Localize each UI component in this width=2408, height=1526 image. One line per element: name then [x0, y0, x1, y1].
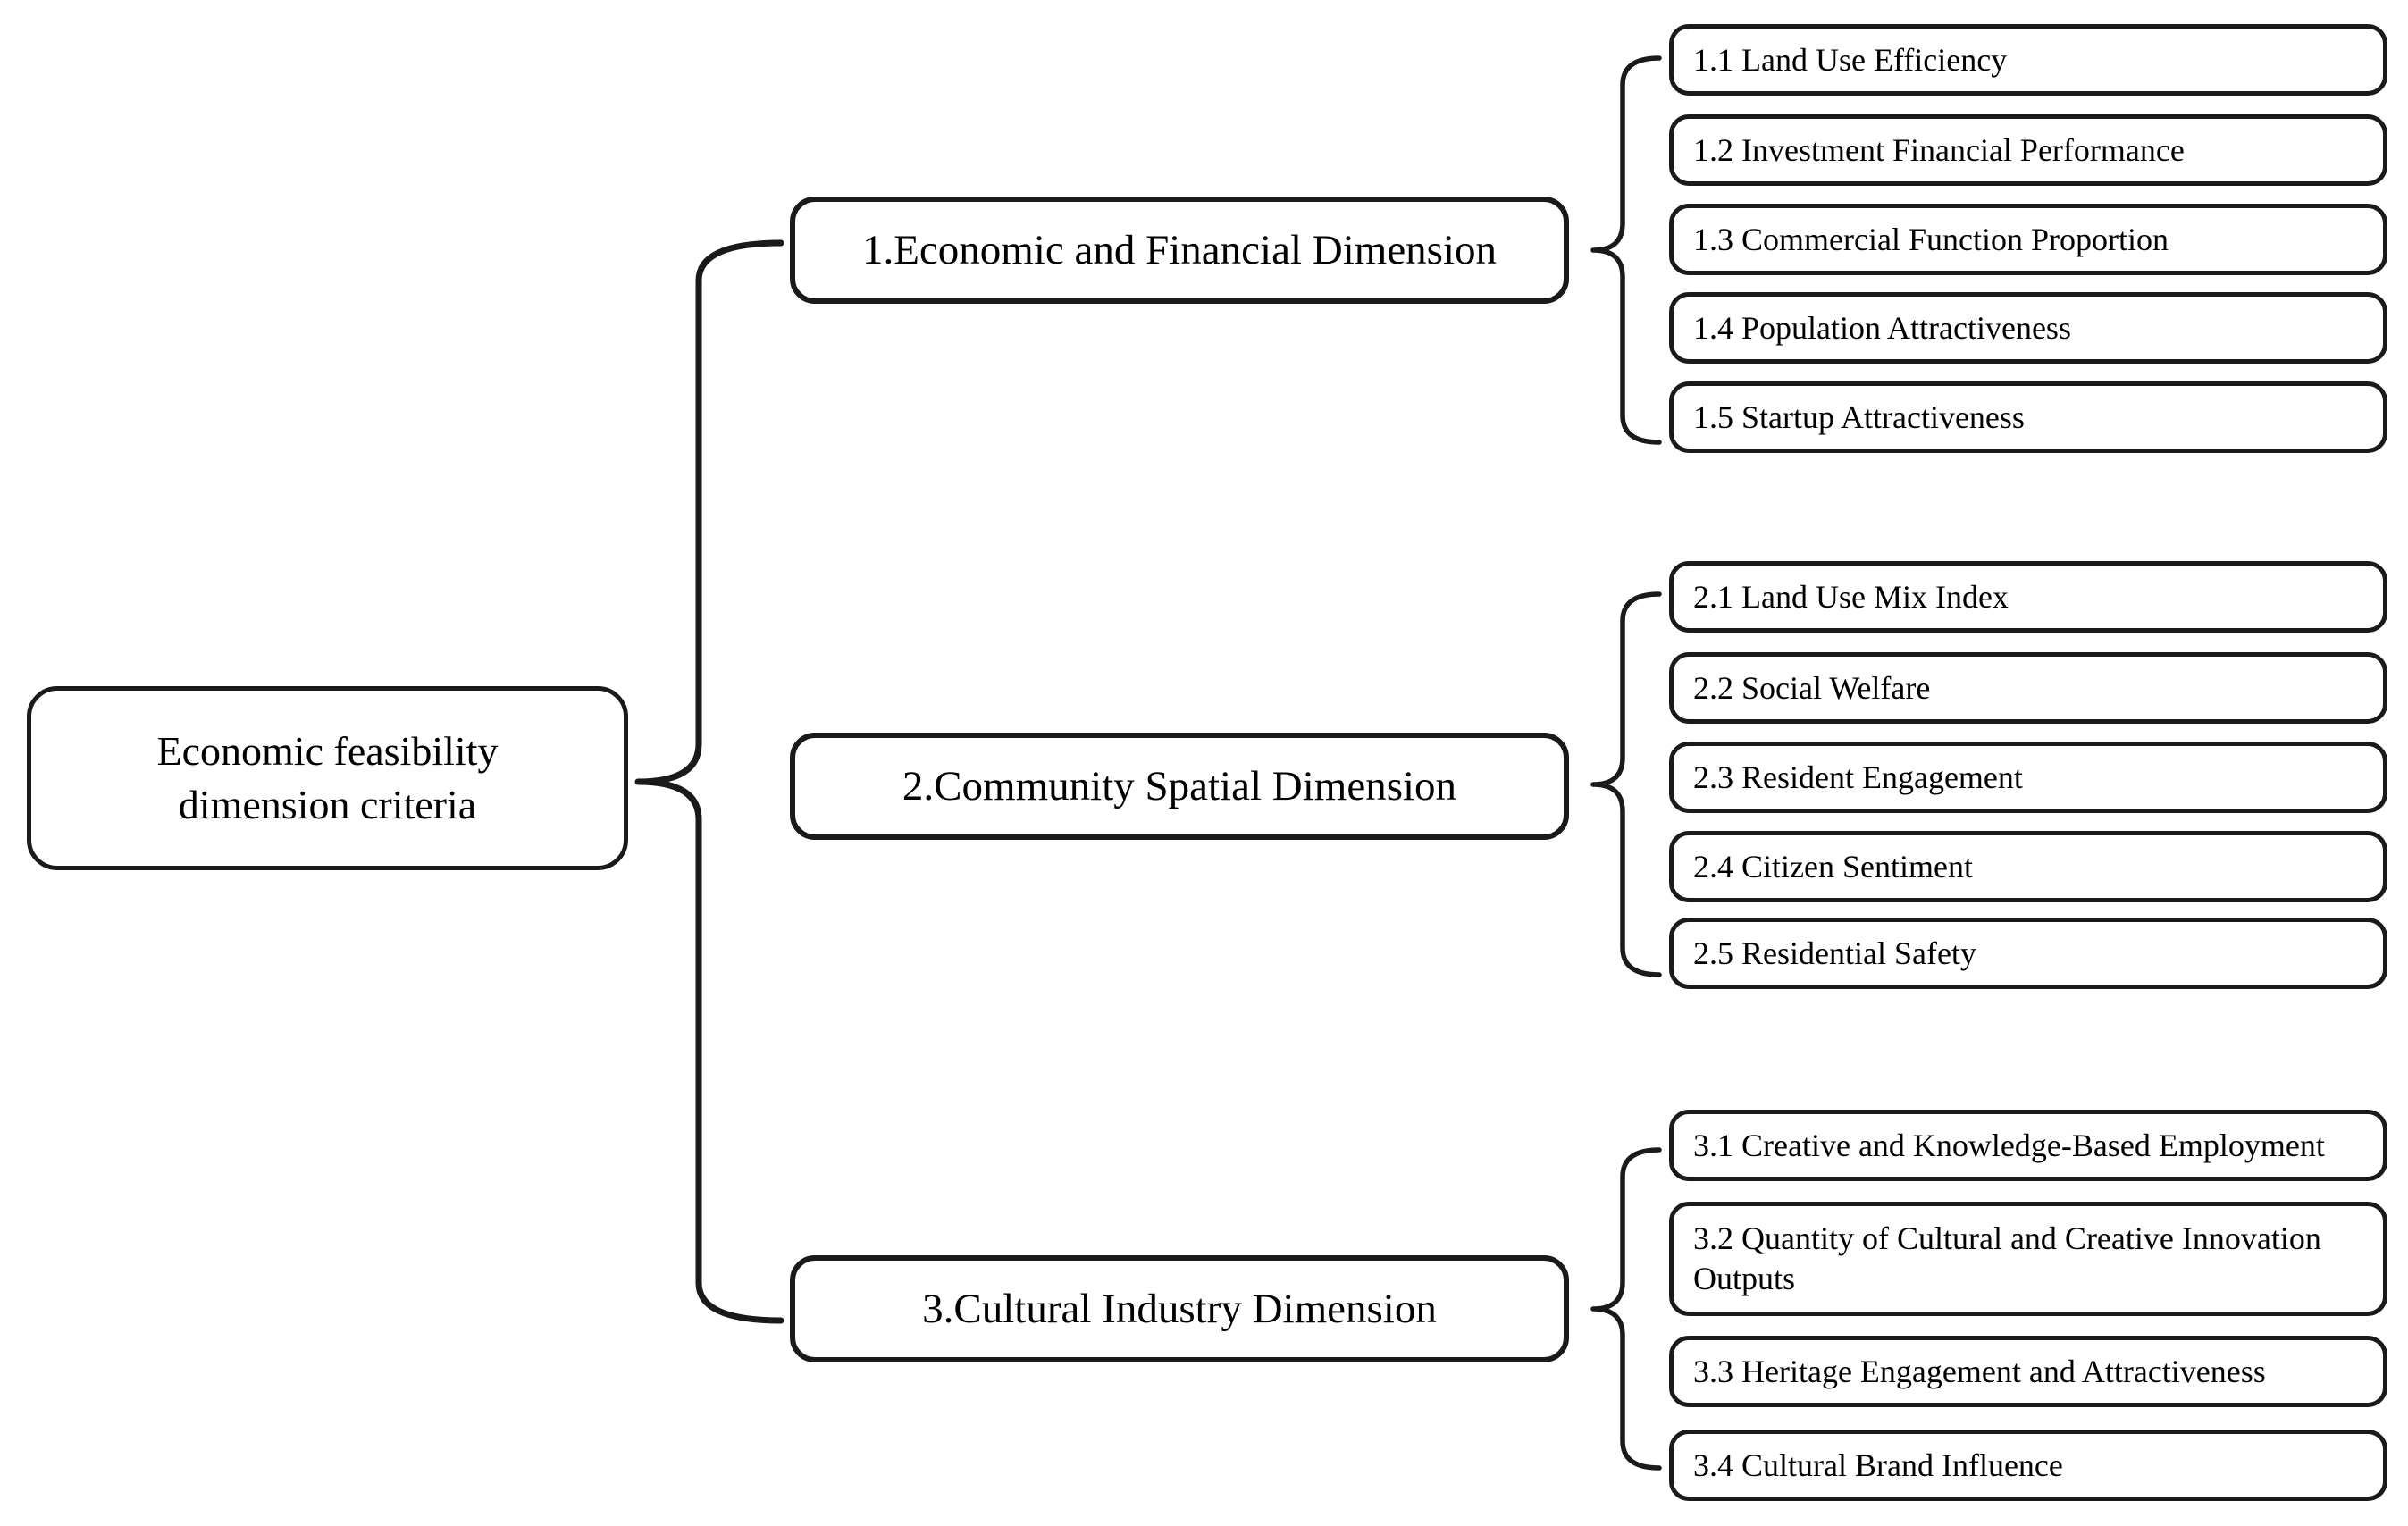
criterion-label-1-3: 1.3 Commercial Function Proportion [1693, 221, 2169, 257]
criterion-label-1-1: 1.1 Land Use Efficiency [1693, 41, 2008, 78]
dimension-box-3: 3.Cultural Industry Dimension [790, 1255, 1569, 1362]
criterion-label-1-4: 1.4 Population Attractiveness [1693, 309, 2071, 346]
brace-dimension-1-to-criteria [1590, 55, 1662, 445]
brace-root-to-dimensions [634, 239, 784, 1324]
criterion-box-2-2: 2.2 Social Welfare [1669, 652, 2387, 724]
criterion-label-3-1: 3.1 Creative and Knowledge-Based Employm… [1693, 1127, 2325, 1163]
brace-dimension-2-to-criteria [1590, 591, 1662, 977]
criterion-label-3-2: 3.2 Quantity of Cultural and Creative In… [1693, 1220, 2321, 1296]
criterion-box-1-1: 1.1 Land Use Efficiency [1669, 24, 2387, 96]
criterion-label-2-2: 2.2 Social Welfare [1693, 669, 1931, 706]
dimension-box-1: 1.Economic and Financial Dimension [790, 197, 1569, 304]
criterion-box-2-5: 2.5 Residential Safety [1669, 918, 2387, 989]
criterion-box-3-3: 3.3 Heritage Engagement and Attractivene… [1669, 1336, 2387, 1407]
criterion-label-1-2: 1.2 Investment Financial Performance [1693, 131, 2185, 168]
dimension-label-3: 3.Cultural Industry Dimension [922, 1286, 1437, 1332]
brace-dimension-3-to-criteria [1590, 1147, 1662, 1471]
criterion-box-2-1: 2.1 Land Use Mix Index [1669, 561, 2387, 633]
criterion-box-2-3: 2.3 Resident Engagement [1669, 742, 2387, 813]
criterion-label-2-4: 2.4 Citizen Sentiment [1693, 848, 1973, 885]
criterion-box-3-4: 3.4 Cultural Brand Influence [1669, 1430, 2387, 1501]
criterion-label-2-1: 2.1 Land Use Mix Index [1693, 578, 2009, 615]
criterion-box-1-3: 1.3 Commercial Function Proportion [1669, 204, 2387, 275]
dimension-box-2: 2.Community Spatial Dimension [790, 733, 1569, 840]
criterion-box-1-5: 1.5 Startup Attractiveness [1669, 382, 2387, 453]
criterion-label-2-5: 2.5 Residential Safety [1693, 935, 1976, 971]
criterion-label-2-3: 2.3 Resident Engagement [1693, 759, 2023, 795]
criterion-box-1-4: 1.4 Population Attractiveness [1669, 292, 2387, 364]
criterion-box-3-2: 3.2 Quantity of Cultural and Creative In… [1669, 1202, 2387, 1316]
criterion-box-3-1: 3.1 Creative and Knowledge-Based Employm… [1669, 1110, 2387, 1181]
dimension-label-2: 2.Community Spatial Dimension [902, 763, 1457, 809]
criterion-label-3-4: 3.4 Cultural Brand Influence [1693, 1446, 2063, 1483]
criterion-box-1-2: 1.2 Investment Financial Performance [1669, 114, 2387, 186]
root-criteria-label: Economic feasibility dimension criteria [156, 728, 499, 827]
dimension-label-1: 1.Economic and Financial Dimension [861, 227, 1498, 273]
criterion-label-1-5: 1.5 Startup Attractiveness [1693, 398, 2025, 435]
root-criteria-box: Economic feasibility dimension criteria [27, 686, 628, 870]
criterion-box-2-4: 2.4 Citizen Sentiment [1669, 831, 2387, 902]
criterion-label-3-3: 3.3 Heritage Engagement and Attractivene… [1693, 1353, 2266, 1389]
